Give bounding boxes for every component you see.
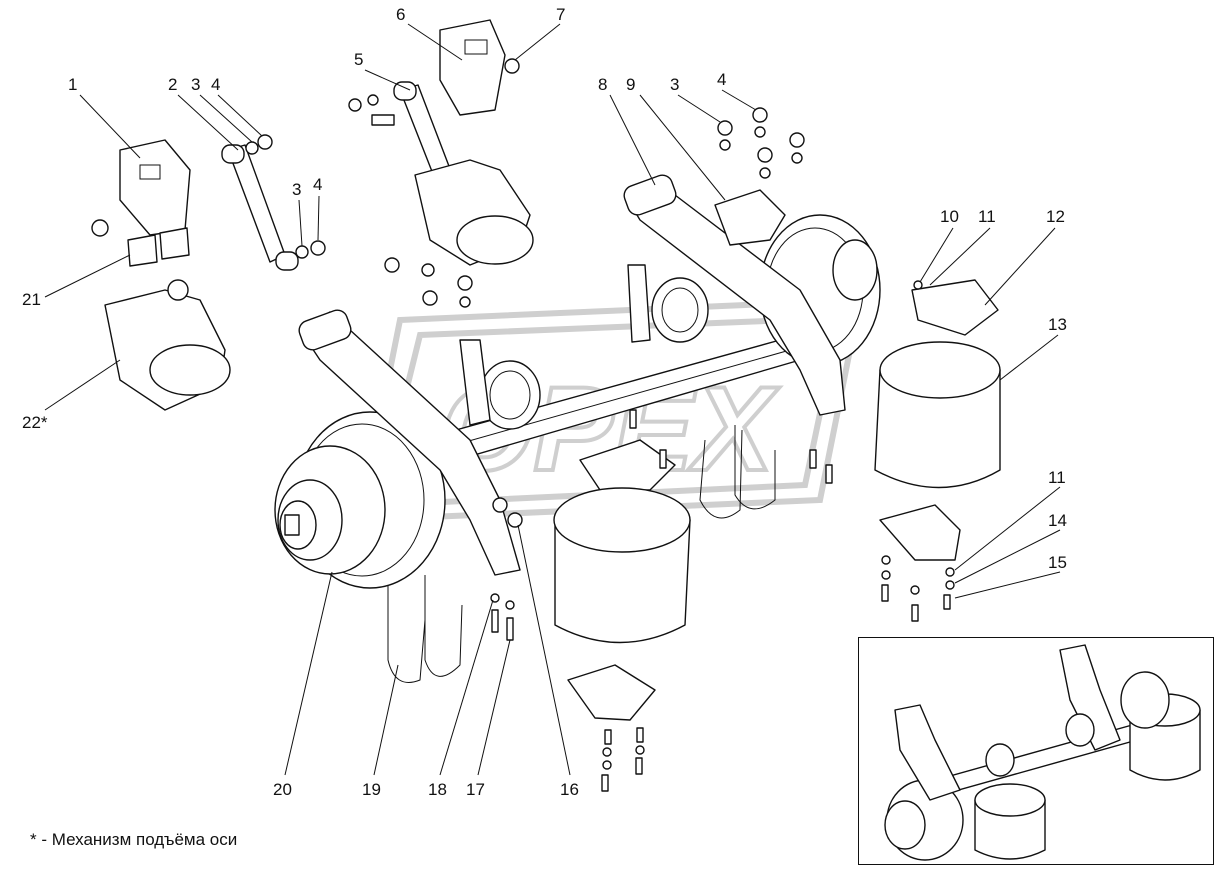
callout-4: 4 xyxy=(211,75,220,94)
left-trailing-arm xyxy=(298,309,521,576)
callout-11: 11 xyxy=(978,207,996,226)
nuts-washers-3-4-left xyxy=(91,134,326,259)
fasteners-11-14-15 xyxy=(881,555,955,622)
callout-15: 15 xyxy=(1048,553,1067,572)
callout-13: 13 xyxy=(1048,315,1067,334)
callout-6: 6 xyxy=(396,5,405,24)
bolts-17-18 xyxy=(490,497,523,641)
u-bolts-19 xyxy=(387,425,776,683)
bracket-1 xyxy=(119,139,191,236)
callout-22: 22* xyxy=(22,413,48,432)
nuts-washers-right xyxy=(717,107,805,179)
callout-4: 4 xyxy=(313,175,322,194)
air-spring-center xyxy=(553,487,691,644)
callout-14: 14 xyxy=(1048,511,1067,530)
callout-19: 19 xyxy=(362,780,381,799)
footnote: * - Механизм подъёма оси xyxy=(30,830,238,849)
callout-16: 16 xyxy=(560,780,579,799)
callout-10: 10 xyxy=(940,207,959,226)
callout-3: 3 xyxy=(191,75,200,94)
plate-upper-center xyxy=(579,439,676,491)
callout-8: 8 xyxy=(598,75,607,94)
callout-numbers: 1 2 3 4 3 4 5 6 7 8 9 3 4 10 11 12 13 11… xyxy=(22,5,1067,799)
callout-3: 3 xyxy=(292,180,301,199)
callout-5: 5 xyxy=(354,50,363,69)
shock-absorber-2 xyxy=(221,144,299,271)
inset-assembled-view xyxy=(884,644,1201,861)
bracket-6 xyxy=(439,19,506,116)
left-brake-chamber xyxy=(459,339,541,430)
callout-3: 3 xyxy=(670,75,679,94)
air-spring-13 xyxy=(874,341,1001,489)
callout-11: 11 xyxy=(1048,468,1066,487)
callout-12: 12 xyxy=(1046,207,1065,226)
fasteners-center-bottom xyxy=(601,727,645,792)
inset-frame xyxy=(858,637,1214,865)
callout-1: 1 xyxy=(68,75,77,94)
callout-9: 9 xyxy=(626,75,635,94)
callout-20: 20 xyxy=(273,780,292,799)
callout-18: 18 xyxy=(428,780,447,799)
bracket-9 xyxy=(714,189,786,246)
studs-center xyxy=(629,409,833,484)
air-spring-upper-middle xyxy=(414,159,534,266)
nuts-washers-middle xyxy=(348,58,520,308)
right-trailing-arm xyxy=(623,174,846,416)
callout-21: 21 xyxy=(22,290,41,309)
lift-mechanism-22 xyxy=(104,279,231,411)
callout-2: 2 xyxy=(168,75,177,94)
callout-17: 17 xyxy=(466,780,485,799)
callout-4: 4 xyxy=(717,70,726,89)
plate-lower-center xyxy=(567,664,656,721)
left-wheel-hub xyxy=(274,411,446,589)
plates-21 xyxy=(127,227,190,267)
plate-12 xyxy=(911,279,999,336)
right-brake-chamber xyxy=(627,264,709,343)
callout-7: 7 xyxy=(556,5,565,24)
lower-plate-right xyxy=(879,504,961,561)
leader-lines xyxy=(44,23,1061,776)
